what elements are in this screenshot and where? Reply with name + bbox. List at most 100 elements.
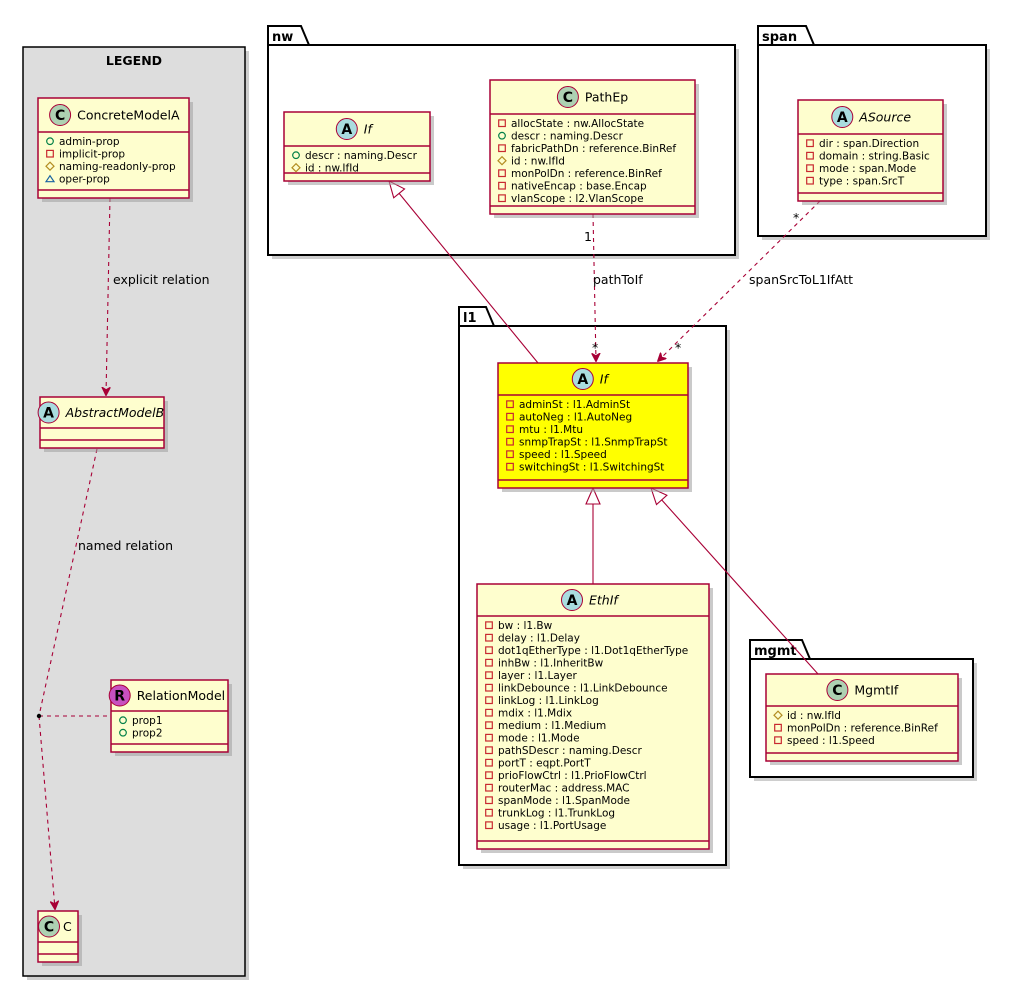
attribute-row: oper-prop bbox=[44, 174, 110, 186]
attribute-row: delay : l1.Delay bbox=[485, 633, 580, 645]
attribute-text: id : nw.IfId bbox=[511, 156, 565, 168]
stereotype-A-icon: A bbox=[571, 368, 594, 390]
attribute-row: id : nw.IfId bbox=[291, 163, 359, 175]
attribute-row: mode : l1.Mode bbox=[485, 733, 580, 745]
attribute-text: type : span.SrcT bbox=[819, 176, 905, 188]
attribute-row: bw : l1.Bw bbox=[485, 620, 553, 632]
attribute-row: vlanScope : l2.VlanScope bbox=[498, 193, 644, 205]
attribute-text: trunkLog : l1.TrunkLog bbox=[498, 808, 615, 820]
attribute-text: prop2 bbox=[132, 728, 163, 740]
stereotype-letter: A bbox=[43, 406, 54, 422]
attribute-row: domain : string.Basic bbox=[806, 151, 930, 163]
mult-span-src-source: * bbox=[793, 210, 799, 225]
stereotype-C-icon: C bbox=[556, 86, 579, 108]
attribute-row: layer : l1.Layer bbox=[485, 670, 577, 682]
attribute-row: autoNeg : l1.AutoNeg bbox=[506, 412, 632, 424]
label-path-to-if: pathToIf bbox=[593, 272, 643, 287]
attribute-text: snmpTrapSt : l1.SnmpTrapSt bbox=[519, 437, 668, 449]
attribute-row: prop1 bbox=[119, 715, 163, 727]
attribute-row: id : nw.IfId bbox=[773, 710, 841, 722]
attribute-row: descr : naming.Descr bbox=[292, 150, 418, 162]
label-named-relation: named relation bbox=[78, 538, 173, 553]
attribute-row: inhBw : l1.InheritBw bbox=[485, 658, 604, 670]
class-name: ASource bbox=[858, 110, 911, 125]
attribute-text: speed : l1.Speed bbox=[519, 449, 607, 461]
attribute-text: descr : naming.Descr bbox=[305, 150, 418, 162]
attribute-text: monPolDn : reference.BinRef bbox=[511, 168, 662, 180]
attribute-row: adminSt : l1.AdminSt bbox=[506, 399, 630, 411]
attribute-text: vlanScope : l2.VlanScope bbox=[511, 193, 644, 205]
stereotype-letter: C bbox=[44, 920, 54, 936]
class-name: AbstractModelB bbox=[65, 405, 165, 420]
attribute-row: naming-readonly-prop bbox=[45, 161, 176, 173]
stereotype-C-icon: C bbox=[38, 915, 60, 938]
edge-inherit-l1if-nwif bbox=[398, 193, 539, 364]
stereotype-letter: A bbox=[837, 110, 848, 126]
attribute-text: portT : eqpt.PortT bbox=[498, 758, 591, 770]
attribute-text: mtu : l1.Mtu bbox=[519, 424, 583, 436]
attribute-text: spanMode : l1.SpanMode bbox=[498, 795, 630, 807]
attribute-text: autoNeg : l1.AutoNeg bbox=[519, 412, 632, 424]
stereotype-letter: C bbox=[832, 683, 842, 699]
attribute-text: speed : l1.Speed bbox=[787, 735, 875, 747]
attribute-row: speed : l1.Speed bbox=[774, 735, 875, 747]
attribute-row: dir : span.Direction bbox=[806, 138, 919, 150]
attribute-text: prop1 bbox=[132, 715, 163, 727]
stereotype-A-icon: A bbox=[561, 589, 583, 611]
attribute-row: trunkLog : l1.TrunkLog bbox=[485, 808, 615, 820]
class-name: RelationModel bbox=[137, 688, 225, 703]
attribute-text: nativeEncap : base.Encap bbox=[511, 181, 647, 193]
attribute-text: dot1qEtherType : l1.Dot1qEtherType bbox=[498, 645, 688, 657]
association-point bbox=[36, 713, 42, 719]
attribute-row: prioFlowCtrl : l1.PrioFlowCtrl bbox=[485, 770, 647, 782]
stereotype-letter: C bbox=[55, 108, 65, 124]
edge-path-to-if bbox=[593, 213, 596, 361]
attribute-text: domain : string.Basic bbox=[819, 151, 930, 163]
stereotype-C-icon: C bbox=[826, 679, 849, 701]
attribute-text: id : nw.IfId bbox=[305, 163, 359, 175]
stereotype-A-icon: A bbox=[831, 106, 854, 128]
attribute-text: layer : l1.Layer bbox=[498, 670, 577, 682]
edge-explicit-relation bbox=[106, 197, 110, 395]
attribute-row: dot1qEtherType : l1.Dot1qEtherType bbox=[485, 645, 688, 657]
attribute-row: admin-prop bbox=[46, 136, 120, 148]
package-title-span: span bbox=[762, 30, 797, 45]
class-name: If bbox=[364, 122, 374, 137]
edge-named-relation-a bbox=[38, 448, 98, 717]
class-name: C bbox=[63, 919, 72, 934]
stereotype-C-icon: C bbox=[49, 104, 72, 126]
attribute-text: admin-prop bbox=[59, 136, 120, 148]
attribute-text: inhBw : l1.InheritBw bbox=[498, 658, 604, 670]
mult-path-to-if-source: 1 bbox=[584, 229, 592, 244]
mult-path-to-if-target: * bbox=[592, 340, 598, 355]
attribute-text: allocState : nw.AllocState bbox=[511, 118, 644, 130]
attribute-row: routerMac : address.MAC bbox=[485, 783, 630, 795]
attribute-text: naming-readonly-prop bbox=[59, 161, 176, 173]
class-name: PathEp bbox=[585, 90, 628, 105]
attribute-text: bw : l1.Bw bbox=[498, 620, 553, 632]
stereotype-A-icon: A bbox=[37, 401, 60, 424]
attribute-text: pathSDescr : naming.Descr bbox=[498, 745, 643, 757]
attribute-row: id : nw.IfId bbox=[497, 156, 565, 168]
attribute-text: descr : naming.Descr bbox=[511, 131, 624, 143]
attribute-text: delay : l1.Delay bbox=[498, 633, 580, 645]
stereotype-letter: C bbox=[563, 90, 573, 106]
attribute-row: linkDebounce : l1.LinkDebounce bbox=[485, 683, 668, 695]
label-explicit-relation: explicit relation bbox=[113, 272, 210, 287]
attribute-row: portT : eqpt.PortT bbox=[485, 758, 591, 770]
edge-span-src bbox=[658, 200, 821, 361]
attribute-row: snmpTrapSt : l1.SnmpTrapSt bbox=[506, 437, 668, 449]
attribute-text: mdix : l1.Mdix bbox=[498, 708, 572, 720]
attribute-text: mode : l1.Mode bbox=[498, 733, 580, 745]
attribute-row: linkLog : l1.LinkLog bbox=[485, 695, 599, 707]
attribute-text: oper-prop bbox=[59, 174, 110, 186]
attribute-row: speed : l1.Speed bbox=[506, 449, 607, 461]
package-title-mgmt: mgmt bbox=[754, 644, 797, 659]
